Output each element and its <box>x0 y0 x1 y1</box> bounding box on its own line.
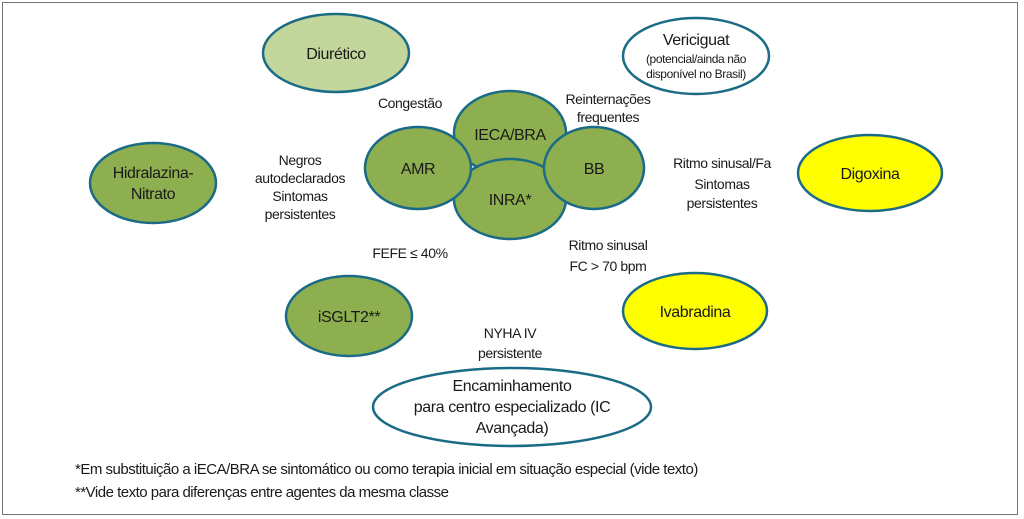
node-vericiguat: Vericiguat (potencial/ainda não disponív… <box>621 16 771 96</box>
node-label: Avançada) <box>476 420 549 437</box>
node-label: BB <box>584 161 605 178</box>
condition-nyha: NYHA IV <box>484 325 538 341</box>
condition-reinternacoes: Reinternações <box>565 91 650 107</box>
node-label: Hidralazina- <box>113 165 194 182</box>
node-isglt2: iSGLT2** <box>284 274 414 358</box>
node-hidralazina-nitrato: Hidralazina- Nitrato <box>88 141 218 225</box>
condition-fefe: FEFE ≤ 40% <box>372 245 447 261</box>
condition-ritmo-fc: Ritmo sinusal <box>569 237 648 253</box>
node-sublabel: (potencial/ainda não <box>646 52 747 66</box>
condition-ritmo-fa: Sintomas <box>694 176 750 192</box>
node-ivabradina: Ivabradina <box>621 271 769 351</box>
node-label: Digoxina <box>840 166 900 183</box>
node-label: Encaminhamento <box>453 378 572 395</box>
node-sublabel: disponível no Brasil) <box>646 67 746 81</box>
footnote-2: **Vide texto para diferenças entre agent… <box>75 484 449 501</box>
node-label: Vericiguat <box>663 32 730 49</box>
condition-congestao: Congestão <box>378 95 443 111</box>
node-inra: INRA* <box>452 157 568 241</box>
node-label: INRA* <box>489 192 532 209</box>
condition-negros: Sintomas <box>272 188 328 204</box>
node-label: iSGLT2** <box>318 309 380 326</box>
condition-negros: persistentes <box>265 206 336 222</box>
node-label: Diurético <box>306 46 366 63</box>
node-label: para centro especializado (IC <box>414 399 611 416</box>
node-diuretico: Diurético <box>261 12 411 94</box>
node-digoxina: Digoxina <box>796 133 944 213</box>
condition-ritmo-fc: FC > 70 bpm <box>570 258 647 274</box>
condition-negros: autodeclarados <box>255 170 346 186</box>
node-label: Ivabradina <box>660 304 731 321</box>
condition-ritmo-fa: persistentes <box>687 195 758 211</box>
condition-ritmo-fa: Ritmo sinusal/Fa <box>673 155 771 171</box>
condition-negros: Negros <box>279 152 322 168</box>
node-encaminhamento: Encaminhamento para centro especializado… <box>371 366 653 448</box>
node-label: AMR <box>401 161 435 178</box>
condition-reinternacoes: frequentes <box>577 109 640 125</box>
node-bb: BB <box>542 125 646 211</box>
condition-nyha: persistente <box>478 345 543 361</box>
node-label: Nitrato <box>131 186 176 203</box>
footnote-1: *Em substituição a iECA/BRA se sintomáti… <box>75 461 698 478</box>
node-label: IECA/BRA <box>474 127 546 144</box>
node-amr: AMR <box>363 125 473 211</box>
